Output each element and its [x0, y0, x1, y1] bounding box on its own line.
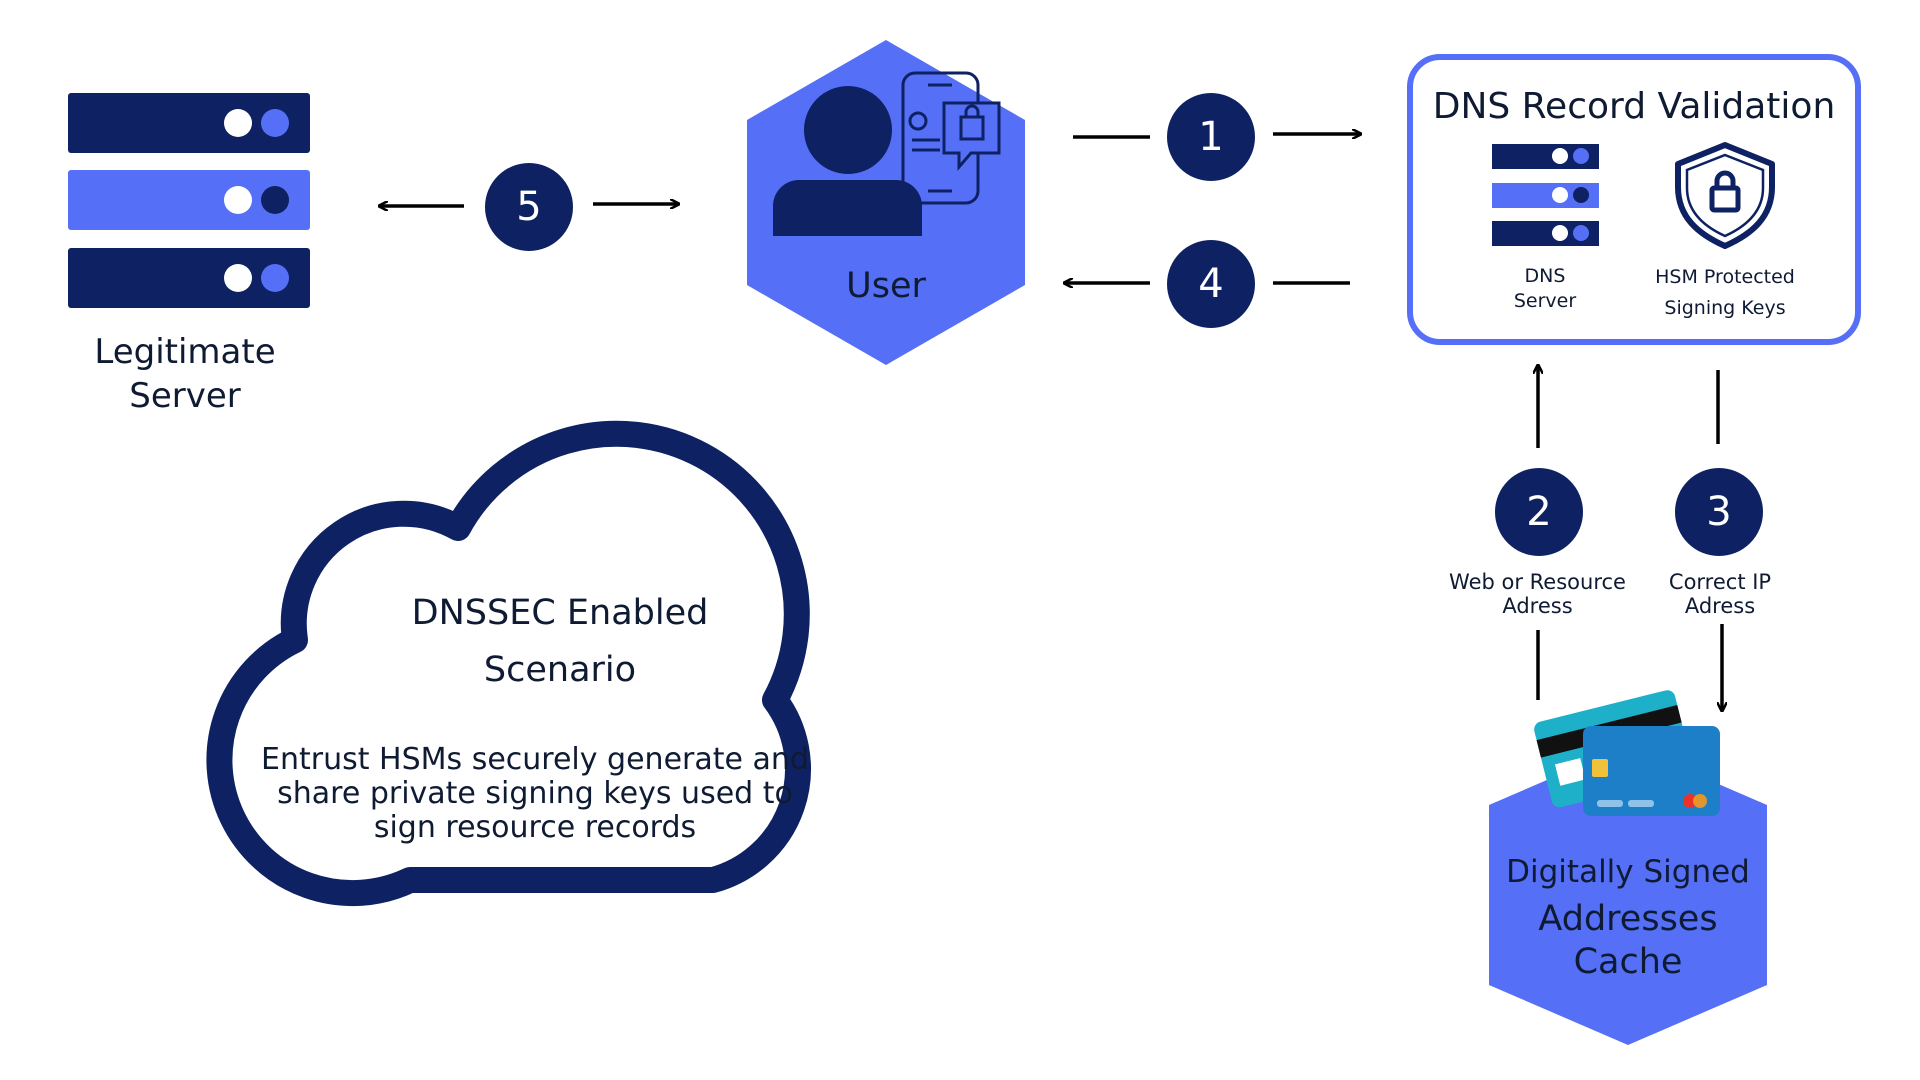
- cloud-title-line2: Scenario: [483, 650, 637, 690]
- validation-title: DNS Record Validation: [1432, 86, 1836, 127]
- step-badge-5: 5: [485, 163, 573, 251]
- step-3-label-line2: Adress: [1684, 594, 1756, 618]
- cache-label: Digitally Signed Addresses Cache: [1500, 848, 1756, 982]
- cloud-title-line1: DNSSEC Enabled: [411, 593, 709, 633]
- cache-hexagon: [1489, 745, 1767, 1045]
- legit-server-icon: [68, 93, 310, 308]
- dns-server-icon: [1492, 144, 1599, 246]
- legit-server-label: Legitimate Server: [70, 330, 300, 418]
- step-3-label: Correct IP Adress: [1630, 570, 1810, 618]
- step-badge-2: 2: [1495, 468, 1583, 556]
- step-badge-1: 1: [1167, 93, 1255, 181]
- dns-server-label-line1: DNS: [1524, 265, 1566, 287]
- step-badge-4: 4: [1167, 240, 1255, 328]
- validation-box: [1407, 54, 1861, 345]
- user-label: User: [846, 266, 926, 306]
- legit-server-label-line2: Server: [129, 376, 241, 416]
- dns-server-label: DNS Server: [1485, 264, 1605, 314]
- hsm-label-line1: HSM Protected: [1655, 266, 1795, 288]
- dns-server-label-line2: Server: [1513, 290, 1577, 312]
- cloud-title: DNSSEC Enabled Scenario: [360, 585, 760, 699]
- arrows-step-1: [1073, 134, 1360, 137]
- step-2-label-line1: Web or Resource: [1449, 570, 1626, 594]
- cloud-body-line2: share private signing keys used to: [277, 776, 793, 811]
- cloud-body: Entrust HSMs securely generate and share…: [245, 743, 825, 845]
- cache-label-line2: Addresses: [1538, 899, 1718, 939]
- step-2-label: Web or Resource Adress: [1430, 570, 1645, 618]
- cache-label-line3: Cache: [1573, 942, 1683, 982]
- hsm-label: HSM Protected Signing Keys: [1625, 262, 1825, 324]
- shield-lock-icon: [1675, 142, 1775, 249]
- step-2-label-line2: Adress: [1502, 594, 1573, 618]
- step-badge-3: 3: [1675, 468, 1763, 556]
- cloud-body-line3: sign resource records: [373, 810, 697, 845]
- cloud-shape: [206, 420, 811, 907]
- cache-label-line1: Digitally Signed: [1506, 854, 1750, 890]
- legit-server-label-line1: Legitimate: [94, 332, 276, 372]
- hsm-label-line2: Signing Keys: [1664, 297, 1786, 319]
- arrows-step-5: [380, 204, 678, 206]
- arrows-step-3: [1716, 370, 1722, 710]
- step-3-label-line1: Correct IP: [1668, 570, 1772, 594]
- cloud-body-line1: Entrust HSMs securely generate and: [261, 742, 809, 777]
- user-with-phone-icon: [773, 71, 1001, 236]
- credit-cards-icon: [1534, 690, 1720, 816]
